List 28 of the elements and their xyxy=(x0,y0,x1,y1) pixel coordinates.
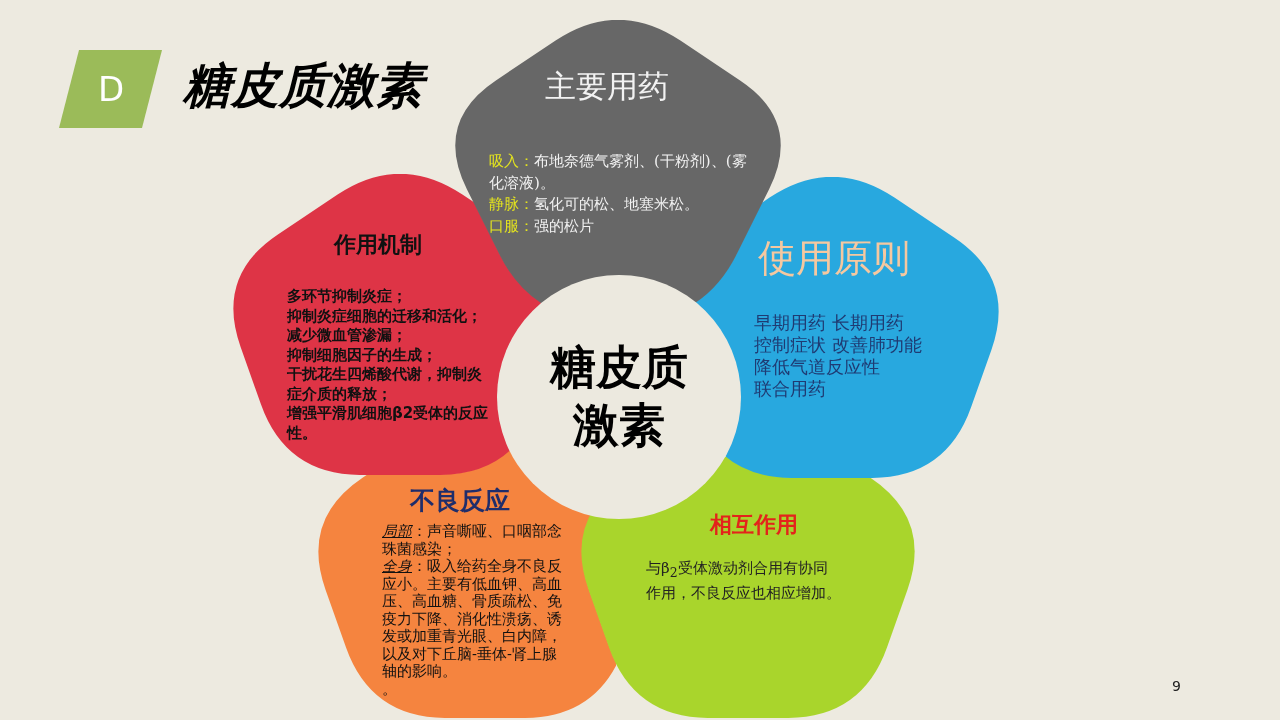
body-text: 减少微血管渗漏； xyxy=(287,326,407,346)
body-text: 降低气道反应性 xyxy=(754,356,880,378)
body-text: 联合用药 xyxy=(754,378,826,400)
body-text: 控制症状 改善肺功能 xyxy=(754,334,922,356)
body-text: 增强平滑肌细胞β2受体的反应性。 xyxy=(287,404,490,443)
section-letter: D xyxy=(97,69,125,110)
body-text: 早期用药 长期用药 xyxy=(754,312,904,334)
center-title: 糖皮质激素 xyxy=(548,339,689,454)
body-text: 抑制炎症细胞的迁移和活化； xyxy=(287,306,482,326)
body-text: 与β$_{2}$受体激动剂合用有协同作用，不良反应也相应增加。 xyxy=(646,558,841,603)
section-heading: 相互作用 xyxy=(710,512,798,539)
body-text: 多环节抑制炎症； xyxy=(287,287,407,307)
section-heading: 不良反应 xyxy=(410,486,510,516)
body-text: 静脉：氢化可的松、地塞米松。 xyxy=(489,194,699,215)
page-number: 9 xyxy=(1172,678,1181,695)
body-text: 全身：吸入给药全身不良反应小。主要有低血钾、高血压、高血糖、骨质疏松、免疫力下降、消化性溃疡、诱发或加重青光眼、白内障，以及对下丘脑-垂体-肾上腺轴的影响。 xyxy=(382,558,563,681)
body-text: 干扰花生四烯酸代谢，抑制炎症介质的释放； xyxy=(287,365,483,404)
pentagon-petal xyxy=(581,457,915,718)
body-text: 抑制细胞因子的生成； xyxy=(287,345,437,365)
body-text: 口服：强的松片 xyxy=(489,215,594,237)
body-text: 。 xyxy=(382,680,397,698)
section-heading: 作用机制 xyxy=(334,232,422,259)
body-text: 吸入：布地奈德气雾剂、(干粉剂)、(雾化溶液)。 xyxy=(489,151,748,194)
section-heading: 主要用药 xyxy=(545,68,669,106)
section-badge xyxy=(59,50,162,128)
section-heading: 使用原则 xyxy=(758,236,910,282)
body-text: 局部：声音嘶哑、口咽部念珠菌感染； xyxy=(382,523,563,558)
slide-title: 糖皮质激素 xyxy=(180,55,435,115)
